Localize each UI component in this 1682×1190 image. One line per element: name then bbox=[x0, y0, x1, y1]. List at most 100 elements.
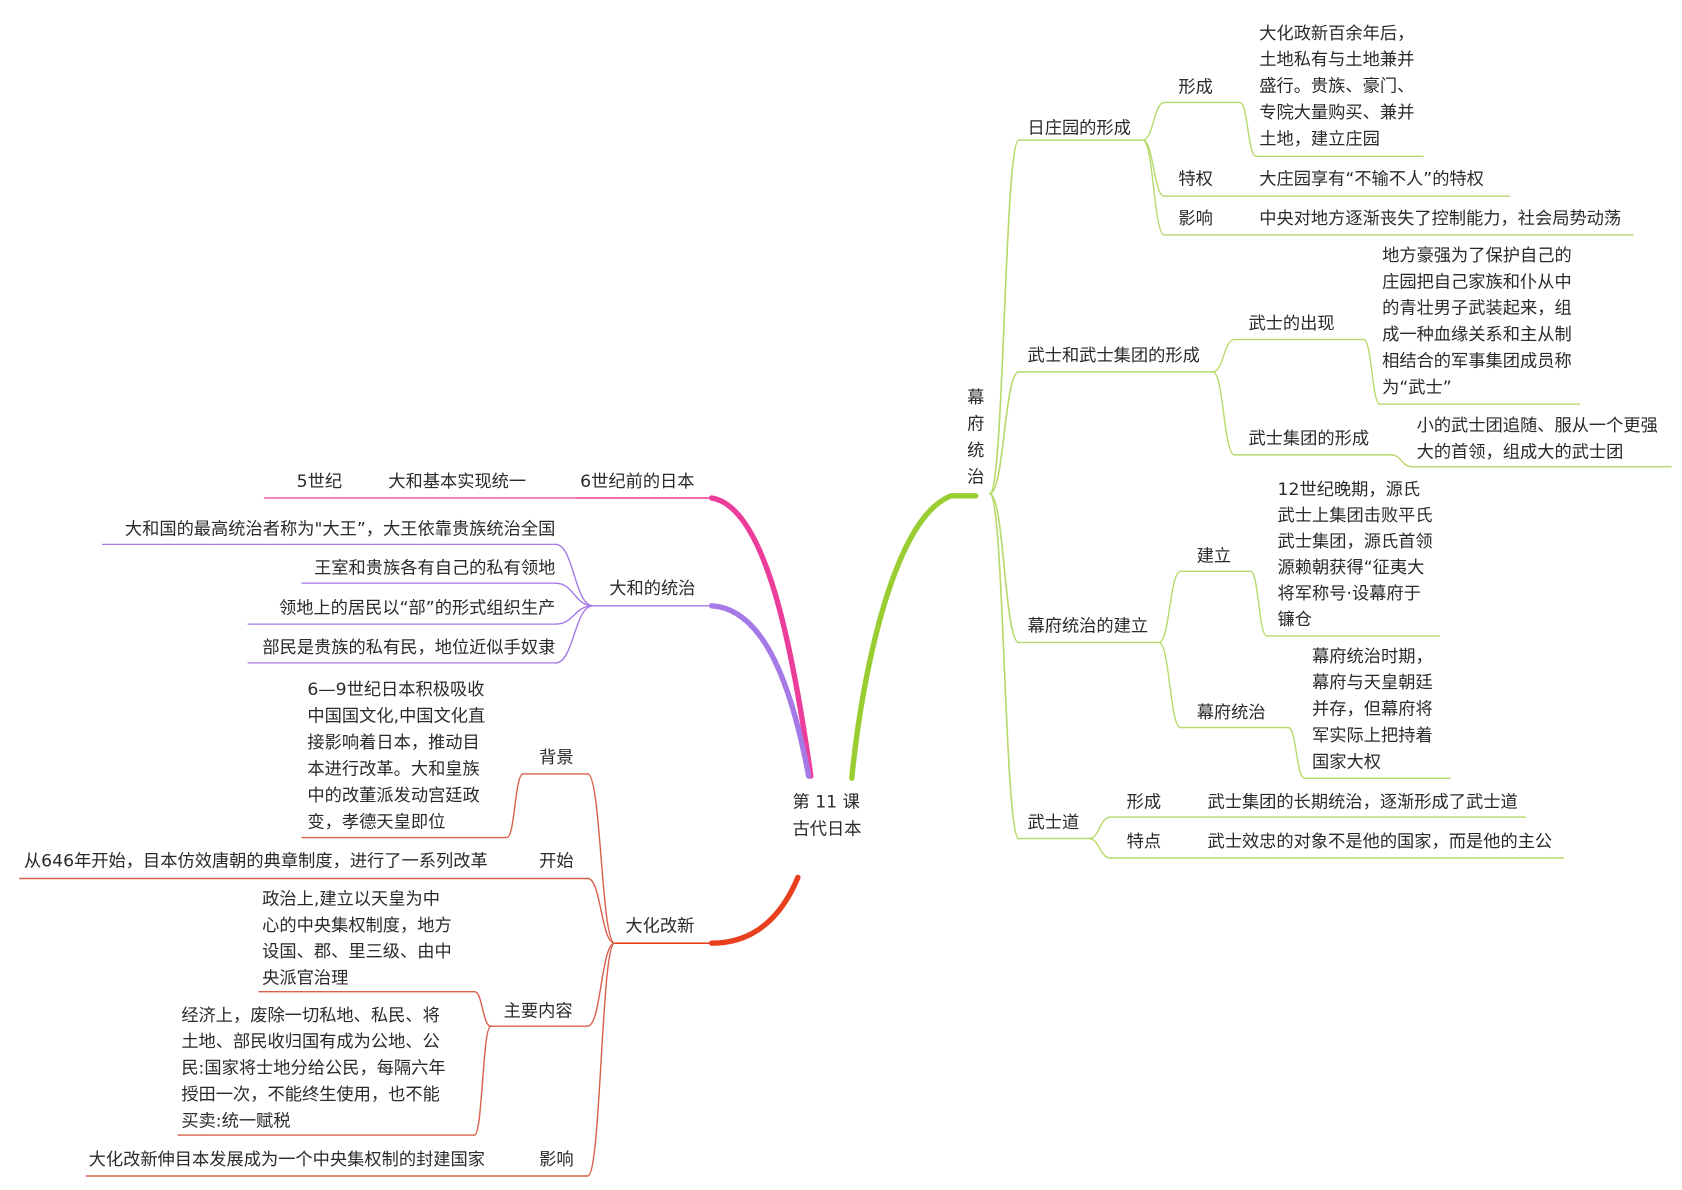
formation-detail-line: 专院大量购买、兼并 bbox=[1259, 103, 1414, 123]
formation-detail-line: 大化政新百余年后， bbox=[1259, 24, 1414, 44]
politics-detail-line: 央派官治理 bbox=[262, 969, 348, 989]
central-topic-line1: 第 11 课 bbox=[792, 792, 859, 812]
node-shogunate-rule: 幕府统治 bbox=[1197, 703, 1266, 723]
samurai-emergence-detail-line: 成一种血缘关系和主从制 bbox=[1382, 325, 1572, 345]
node-start: 开始 bbox=[539, 852, 573, 872]
samurai-group-detail-line: 小的武士团追随、服从一个更强 bbox=[1417, 416, 1658, 436]
establish-detail-line: 将军称号·设幕府于 bbox=[1278, 584, 1421, 604]
branch-connector bbox=[1158, 641, 1182, 729]
branch-title-mufu-char: 府 bbox=[967, 415, 984, 435]
yamato-rule-item: 王室和贵族各有自己的私有领地 bbox=[314, 558, 555, 578]
branch-connector bbox=[988, 139, 1020, 495]
branch-connector bbox=[1088, 837, 1112, 859]
branch-connector bbox=[554, 582, 594, 607]
politics-detail-line: 设国、郡、里三级、由中 bbox=[262, 942, 452, 962]
establish-detail-line: 武士集团，源氏首领 bbox=[1278, 532, 1433, 552]
shogunate-rule-detail-line: 并存，但幕府将 bbox=[1312, 700, 1433, 720]
formation-detail-line: 土地私有与土地兼并 bbox=[1259, 50, 1414, 70]
background-detail-line: 中国国文化,中国文化直 bbox=[307, 707, 485, 727]
node-yamato-unification: 大和基本实现统一 bbox=[388, 472, 526, 492]
node-labels: 第 11 课古代日本幕府统治日庄园的形成形成大化政新百余年后，土地私有与土地兼并… bbox=[24, 24, 1658, 1170]
formation-detail-line: 土地，建立庄园 bbox=[1259, 129, 1380, 149]
impact-detail: 中央对地方逐渐丧失了控制能力，社会局势动荡 bbox=[1259, 209, 1621, 229]
samurai-emergence-detail-line: 为“武士” bbox=[1382, 378, 1452, 398]
reform-impact-detail: 大化改新伸目本发展成为一个中央集权制的封建国家 bbox=[89, 1150, 485, 1170]
branch-connector bbox=[473, 1025, 492, 1136]
branch-connector bbox=[1142, 139, 1166, 236]
background-detail-line: 接影响着日本，推动目 bbox=[307, 733, 479, 753]
establish-detail-line: 镰仓 bbox=[1278, 610, 1312, 630]
node-yamato-rule: 大和的统治 bbox=[609, 579, 695, 599]
background-detail-line: 变，孝德天皇即位 bbox=[307, 812, 445, 832]
main-branch-before6 bbox=[708, 495, 814, 779]
node-background: 背景 bbox=[539, 748, 573, 768]
samurai-emergence-detail-line: 的青壮男子武装起来，组 bbox=[1382, 299, 1572, 319]
node-before-6th-century: 6世纪前的日本 bbox=[580, 472, 694, 492]
economy-detail-line: 民:国家将士地分给公民，每隔六年 bbox=[181, 1059, 445, 1079]
samurai-emergence-detail-line: 相结合的军事集团成员称 bbox=[1382, 351, 1572, 371]
yamato-rule-item: 大和国的最高统治者称为"大王”，大王依靠贵族统治全国 bbox=[125, 520, 555, 540]
node-reform-impact: 影响 bbox=[539, 1150, 573, 1170]
background-detail-line: 6—9世纪日本积极吸收 bbox=[307, 680, 484, 700]
branch-connector bbox=[1249, 570, 1268, 637]
politics-detail-line: 心的中央集权制度，地方 bbox=[262, 916, 452, 936]
node-samurai-groups: 武士和武士集团的形成 bbox=[1027, 346, 1199, 366]
samurai-emergence-detail-line: 地方豪强为了保护自己的 bbox=[1382, 245, 1572, 266]
yamato-rule-item: 部民是贵族的私有民，地位近似手奴隶 bbox=[262, 638, 555, 658]
politics-detail-line: 政治上,建立以天皇为中 bbox=[262, 889, 440, 909]
node-bushido: 武士道 bbox=[1027, 813, 1079, 833]
economy-detail-line: 买卖:统一赋税 bbox=[181, 1111, 290, 1131]
main-branch-yamato bbox=[708, 603, 812, 779]
formation-detail-line: 盛行。贵族、豪门、 bbox=[1259, 76, 1414, 97]
branch-title-mufu-char: 幕 bbox=[967, 388, 984, 408]
samurai-emergence-detail-line: 庄园把自己家族和仆从中 bbox=[1382, 272, 1572, 292]
branch-title-mufu-char: 统 bbox=[967, 441, 984, 461]
branch-connector bbox=[586, 773, 616, 944]
branch-connector bbox=[988, 371, 1020, 495]
bushido-feature-detail: 武士效忠的对象不是他的国家，而是他的主公 bbox=[1207, 832, 1552, 852]
branch-connector bbox=[1363, 338, 1381, 405]
establish-detail-line: 源赖朝获得“征夷大 bbox=[1278, 558, 1425, 578]
branch-connector bbox=[1390, 454, 1413, 468]
branch-title-mufu-char: 治 bbox=[967, 467, 984, 487]
samurai-group-detail-line: 大的首领，组成大的武士团 bbox=[1417, 443, 1624, 463]
node-bushido-formation: 形成 bbox=[1127, 792, 1161, 812]
node-samurai-group-formation: 武士集团的形成 bbox=[1248, 429, 1369, 449]
node-zhuangyuan: 日庄园的形成 bbox=[1027, 119, 1130, 139]
central-topic-line2: 古代日本 bbox=[792, 819, 861, 839]
node-impact: 影响 bbox=[1178, 209, 1212, 229]
privilege-detail: 大庄园享有“不输不人”的特权 bbox=[1259, 169, 1484, 189]
branch-connector bbox=[1142, 101, 1166, 141]
node-privilege: 特权 bbox=[1178, 169, 1212, 189]
main-branch-taika bbox=[708, 874, 801, 946]
branch-connector bbox=[586, 877, 616, 944]
branch-connector bbox=[1287, 726, 1306, 779]
node-bushido-feature: 特点 bbox=[1127, 832, 1161, 852]
branch-connector bbox=[586, 942, 616, 1027]
node-formation: 形成 bbox=[1178, 78, 1212, 98]
establish-detail-line: 12世纪晚期，源氏 bbox=[1278, 480, 1421, 500]
branch-connector bbox=[1239, 101, 1257, 157]
shogunate-rule-detail-line: 幕府统治时期， bbox=[1312, 647, 1433, 667]
shogunate-rule-detail-line: 国家大权 bbox=[1312, 752, 1381, 772]
branch-connector bbox=[586, 942, 616, 1177]
connectors bbox=[18, 101, 1672, 1177]
establish-detail-line: 武士上集团击败平氏 bbox=[1278, 506, 1433, 526]
branch-connector bbox=[554, 605, 594, 664]
bushido-formation-detail: 武士集团的长期统治，逐渐形成了武士道 bbox=[1207, 792, 1517, 812]
node-samurai-emergence: 武士的出现 bbox=[1248, 314, 1334, 334]
economy-detail-line: 土地、部民收归国有成为公地、公 bbox=[181, 1032, 440, 1052]
branch-connector bbox=[988, 492, 1020, 644]
node-shogunate-establishment: 幕府统治的建立 bbox=[1027, 617, 1148, 637]
branch-connector bbox=[1212, 338, 1236, 373]
branch-connector bbox=[554, 543, 594, 607]
node-5th-century: 5世纪 bbox=[297, 472, 342, 492]
branch-connector bbox=[1088, 816, 1112, 840]
node-taika-reform: 大化改新 bbox=[625, 916, 694, 936]
background-detail-line: 本进行改革。大和皇族 bbox=[307, 759, 479, 779]
yamato-rule-item: 领地上的居民以“部”的形式组织生产 bbox=[279, 598, 555, 618]
node-main-content: 主要内容 bbox=[504, 1001, 573, 1021]
shogunate-rule-detail-line: 军实际上把持着 bbox=[1312, 726, 1433, 746]
main-branch-right bbox=[849, 493, 979, 781]
